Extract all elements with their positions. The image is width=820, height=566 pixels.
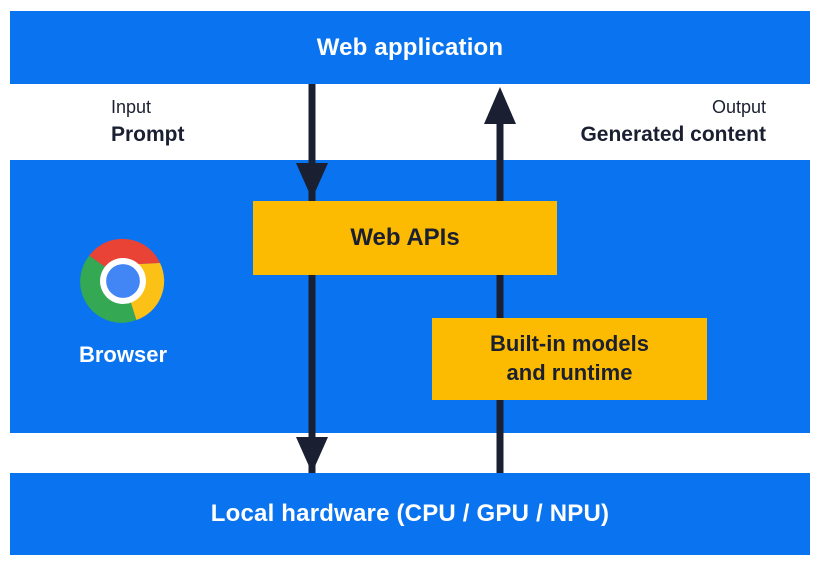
- prompt-down-arrow: [296, 84, 328, 473]
- chrome-icon: [78, 236, 168, 326]
- browser-label: Browser: [78, 342, 168, 367]
- output-caption: Output: [711, 97, 766, 117]
- local-hardware-label: Local hardware (CPU / GPU / NPU): [210, 500, 610, 527]
- web-apis-label: Web APIs: [350, 224, 460, 251]
- builtin-models-line1: Built-in models: [490, 331, 649, 357]
- output-caption-block: Output Generated content: [580, 96, 766, 149]
- input-caption: Input: [111, 97, 152, 117]
- generated-content-up-arrow: [484, 87, 516, 473]
- builtin-models-line2: and runtime: [506, 360, 633, 385]
- web-apis-box: Web APIs: [253, 201, 557, 275]
- builtin-models-label: Built-in models and runtime: [490, 330, 649, 387]
- web-application-band: Web application: [10, 11, 810, 84]
- web-application-label: Web application: [316, 33, 504, 61]
- local-hardware-band: Local hardware (CPU / GPU / NPU): [10, 473, 810, 555]
- input-caption-block: Input Prompt: [111, 96, 185, 149]
- builtin-models-box: Built-in models and runtime: [432, 318, 707, 400]
- generated-content-label: Generated content: [580, 123, 766, 147]
- prompt-label: Prompt: [111, 123, 185, 147]
